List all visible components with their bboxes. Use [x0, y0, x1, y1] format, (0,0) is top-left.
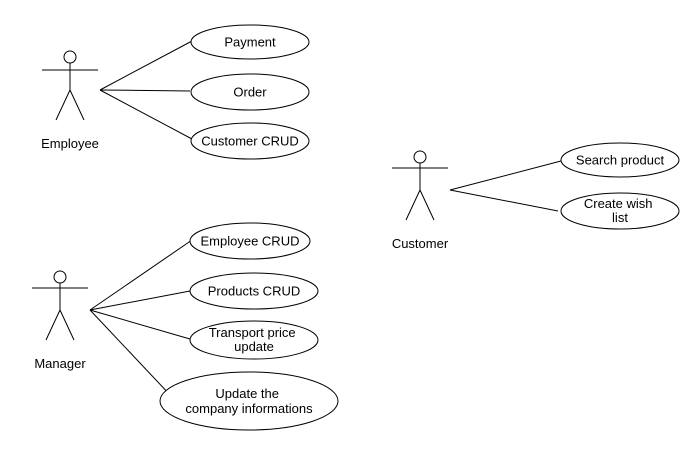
association-employee-customer-crud	[99, 89, 193, 140]
use-case-customer-crud: Customer CRUD	[190, 122, 310, 160]
actor-manager-label: Manager	[34, 356, 86, 371]
use-case-transport-price-update-label: Transport price update	[209, 325, 300, 354]
use-case-order-line-1: Order	[233, 85, 267, 100]
use-case-search-product-line-1: Search product	[576, 153, 665, 168]
use-case-products-crud-label: Products CRUD	[208, 284, 300, 299]
use-case-search-product: Search product	[560, 142, 680, 178]
use-case-search-product-ellipse	[560, 142, 680, 178]
use-case-update-company-info: Update the company informations	[159, 371, 339, 431]
use-case-update-company-info-label: Update the company informations	[185, 386, 313, 416]
use-case-payment-label: Payment	[224, 35, 276, 50]
actor-employee-right-leg	[69, 89, 85, 121]
actor-customer-head	[413, 150, 427, 164]
use-case-create-wish-list-label: Create wish list	[584, 196, 656, 225]
association-customer-search-product	[449, 160, 562, 191]
association-manager-employee-crud	[89, 239, 193, 311]
actor-manager-right-leg	[59, 309, 75, 341]
actor-manager-left-leg	[45, 309, 61, 341]
actor-manager: Manager	[32, 270, 88, 371]
use-case-create-wish-list-line-1: Create wish	[584, 196, 653, 211]
use-case-products-crud-line-1: Products CRUD	[208, 284, 300, 299]
use-case-update-company-info-ellipse	[159, 371, 339, 431]
use-case-employee-crud-line-1: Employee CRUD	[201, 234, 300, 249]
use-case-payment-ellipse	[190, 24, 310, 60]
use-case-employee-crud-label: Employee CRUD	[201, 234, 300, 249]
actor-employee-head	[63, 50, 77, 64]
actor-employee: Employee	[41, 50, 99, 151]
association-manager-update-company-info	[89, 309, 173, 398]
use-case-update-company-info-line-2: company informations	[185, 401, 313, 416]
use-case-order-ellipse	[190, 73, 310, 111]
use-case-create-wish-list-ellipse	[560, 192, 680, 230]
use-case-transport-price-update-ellipse	[189, 320, 319, 360]
associations	[89, 40, 562, 398]
use-case-order: Order	[190, 73, 310, 111]
use-case-transport-price-update-line-2: update	[234, 339, 274, 354]
actor-customer-right-leg	[419, 189, 435, 221]
use-case-customer-crud-label: Customer CRUD	[201, 134, 299, 149]
use-case-customer-crud-ellipse	[190, 122, 310, 160]
use-case-create-wish-list: Create wish list	[560, 192, 680, 230]
association-employee-payment	[99, 40, 193, 91]
use-case-products-crud: Products CRUD	[189, 272, 319, 310]
use-case-customer-crud-line-1: Customer CRUD	[201, 134, 299, 149]
actor-customer-left-leg	[405, 189, 421, 221]
actor-employee-left-leg	[55, 89, 71, 121]
use-case-transport-price-update-line-1: Transport price	[209, 325, 296, 340]
association-customer-create-wish-list	[449, 189, 559, 212]
use-case-update-company-info-line-1: Update the	[215, 386, 279, 401]
actor-customer: Customer	[392, 150, 449, 251]
association-manager-products-crud	[89, 290, 191, 311]
use-case-payment-line-1: Payment	[224, 35, 276, 50]
use-case-transport-price-update: Transport price update	[189, 320, 319, 360]
use-case-create-wish-list-line-2: list	[612, 210, 628, 225]
actor-employee-label: Employee	[41, 136, 99, 151]
association-employee-order	[99, 89, 191, 92]
use-case-employee-crud-ellipse	[189, 222, 311, 260]
association-manager-transport-price-update	[89, 309, 191, 340]
use-case-employee-crud: Employee CRUD	[189, 222, 311, 260]
use-case-payment: Payment	[190, 24, 310, 60]
use-case-order-label: Order	[233, 85, 267, 100]
actor-manager-head	[53, 270, 67, 284]
actor-customer-label: Customer	[392, 236, 449, 251]
use-case-products-crud-ellipse	[189, 272, 319, 310]
use-case-search-product-label: Search product	[576, 153, 665, 168]
